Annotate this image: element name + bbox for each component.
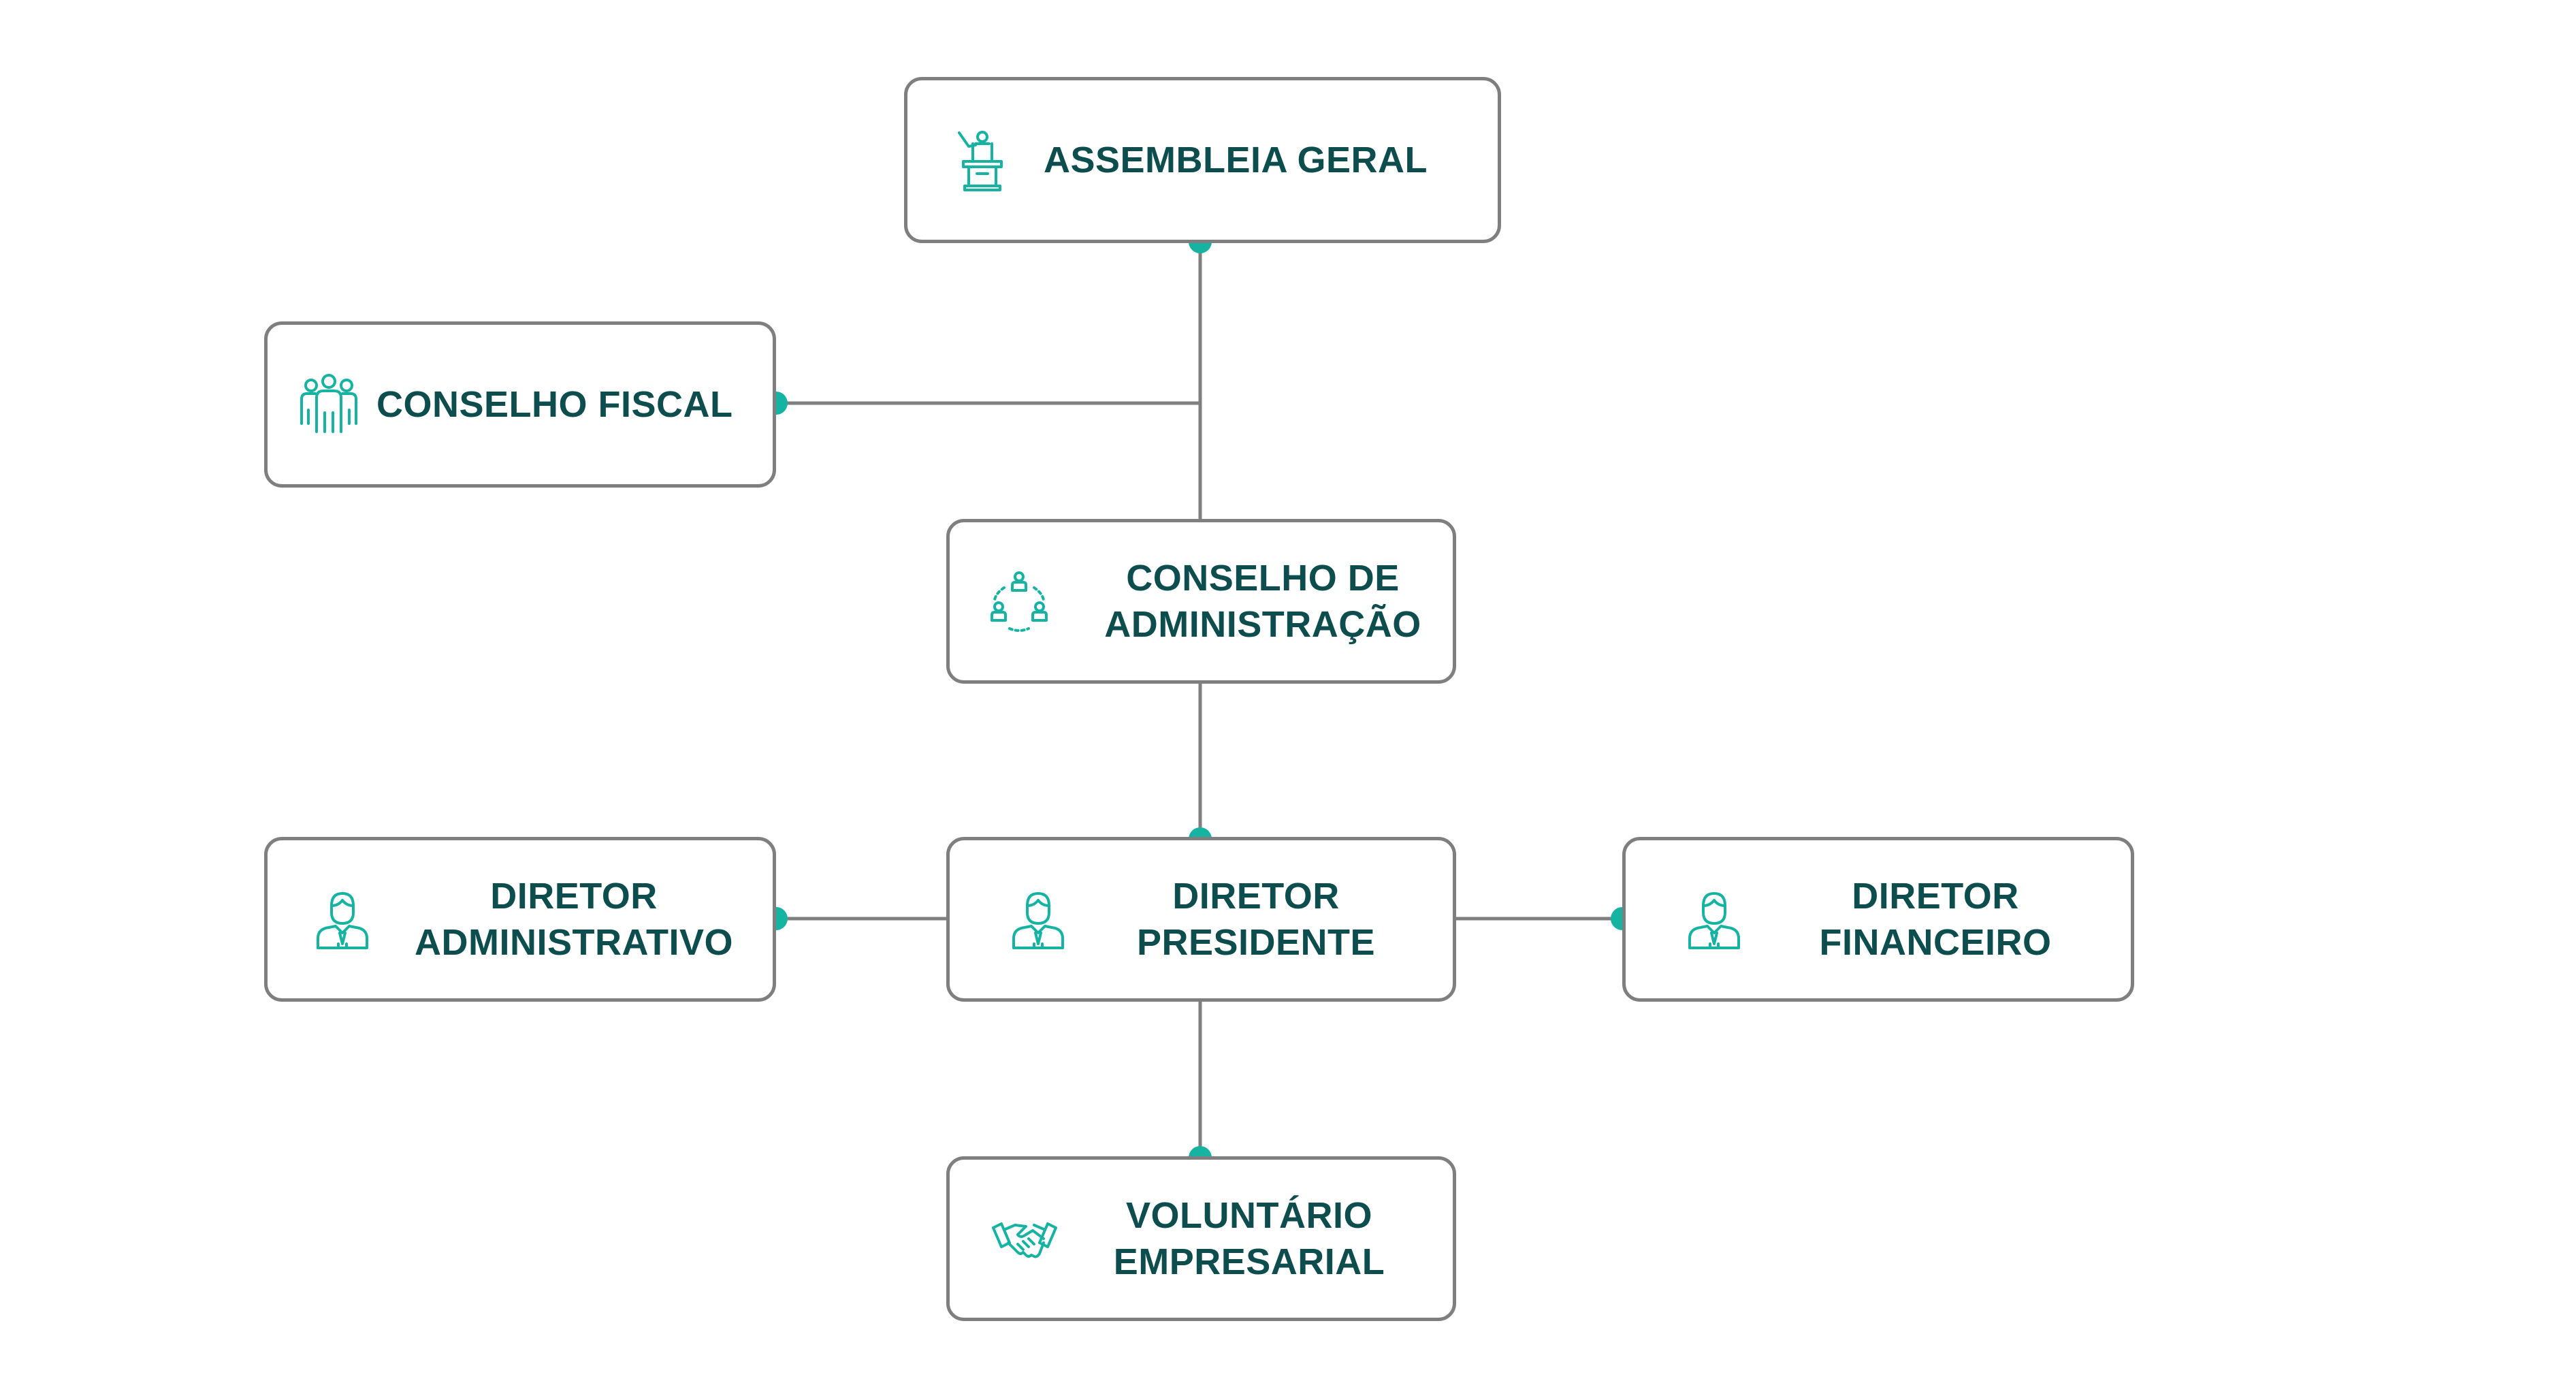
- group-people-icon: [295, 370, 363, 439]
- node-label-line1: VOLUNTÁRIO: [1126, 1195, 1372, 1236]
- node-assembleia-geral[interactable]: ASSEMBLEIA GERAL: [904, 77, 1501, 243]
- handshake-icon: [991, 1205, 1059, 1273]
- node-conselho-administracao[interactable]: CONSELHO DE ADMINISTRAÇÃO: [946, 519, 1456, 684]
- node-label: ASSEMBLEIA GERAL: [1044, 137, 1479, 183]
- node-label-line2: EMPRESARIAL: [1113, 1241, 1385, 1282]
- node-label: DIRETOR FINANCEIRO: [1762, 873, 2109, 966]
- node-label-line1: DIRETOR: [1852, 876, 2019, 917]
- node-label-line2: ADMINISTRAÇÃO: [1104, 604, 1421, 645]
- node-label-line2: PRESIDENTE: [1136, 922, 1376, 963]
- node-label: VOLUNTÁRIO EMPRESARIAL: [1079, 1192, 1419, 1285]
- node-label-line2: ADMINISTRATIVO: [415, 922, 733, 963]
- node-label: CONSELHO FISCAL: [376, 381, 758, 428]
- node-conselho-fiscal[interactable]: CONSELHO FISCAL: [264, 321, 776, 488]
- businessman-icon: [308, 885, 376, 953]
- node-label-line1: DIRETOR: [490, 876, 658, 917]
- podium-speaker-icon: [946, 126, 1014, 194]
- node-label-line2: FINANCEIRO: [1819, 922, 2052, 963]
- node-label-line1: CONSELHO DE: [1126, 558, 1400, 599]
- businessman-icon: [1004, 885, 1072, 953]
- node-diretor-presidente[interactable]: DIRETOR PRESIDENTE: [946, 837, 1456, 1002]
- node-label-line1: ASSEMBLEIA GERAL: [1044, 140, 1428, 180]
- node-label-line1: CONSELHO FISCAL: [376, 384, 733, 425]
- node-diretor-financeiro[interactable]: DIRETOR FINANCEIRO: [1622, 837, 2134, 1002]
- node-label: DIRETOR PRESIDENTE: [1086, 873, 1426, 966]
- people-cycle-icon: [985, 567, 1053, 635]
- businessman-icon: [1680, 885, 1748, 953]
- node-diretor-administrativo[interactable]: DIRETOR ADMINISTRATIVO: [264, 837, 776, 1002]
- node-label: DIRETOR ADMINISTRATIVO: [397, 873, 751, 966]
- node-label: CONSELHO DE ADMINISTRAÇÃO: [1086, 555, 1440, 648]
- node-voluntario-empresarial[interactable]: VOLUNTÁRIO EMPRESARIAL: [946, 1156, 1456, 1321]
- node-label-line1: DIRETOR: [1172, 876, 1340, 917]
